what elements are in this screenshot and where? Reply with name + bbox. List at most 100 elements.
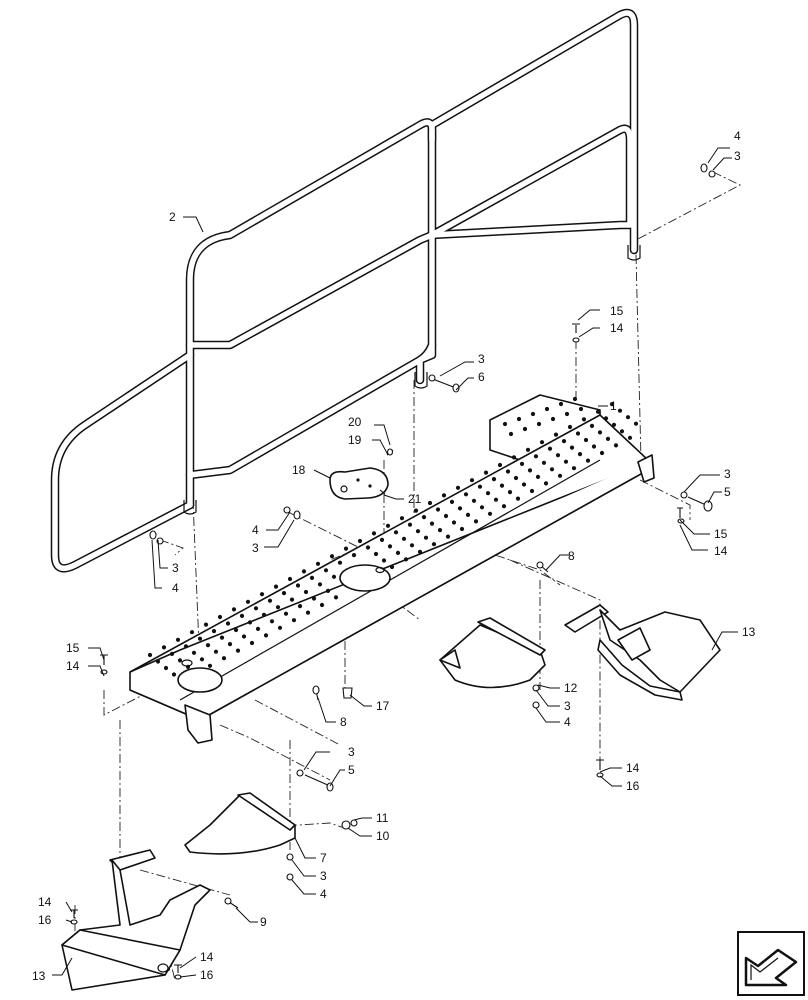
- tread-hole: [373, 551, 379, 557]
- callout-4: 4: [172, 581, 179, 595]
- tread-hole: [273, 584, 279, 589]
- callout-18: 18: [292, 463, 306, 477]
- tread-hole: [557, 473, 563, 478]
- callout-labels: 2 1 4 3 15 14 3 6 20 19 18 21 4 3 3 4 3 …: [32, 129, 756, 983]
- callout-21: 21: [408, 492, 422, 506]
- tread-hole: [191, 650, 197, 655]
- tread-hole: [429, 521, 435, 526]
- tread-hole: [555, 453, 561, 458]
- tread-hole: [522, 426, 528, 432]
- tread-hole: [516, 416, 522, 422]
- tread-hole: [465, 512, 471, 518]
- tread-hole: [245, 599, 251, 604]
- tread-hole: [581, 417, 587, 422]
- tread-hole: [561, 439, 567, 444]
- tread-hole: [175, 637, 181, 642]
- callout-17: 17: [376, 699, 390, 713]
- tread-hole: [553, 432, 559, 437]
- tread-hole: [473, 519, 479, 524]
- callout-14: 14: [714, 544, 728, 558]
- tread-hole: [558, 401, 564, 407]
- callout-14: 14: [66, 659, 80, 673]
- callout-3: 3: [734, 149, 741, 163]
- tread-hole: [572, 396, 578, 402]
- tread-hole: [295, 583, 301, 588]
- tread-hole: [633, 421, 639, 426]
- tread-hole: [155, 659, 161, 664]
- tread-hole: [515, 496, 521, 501]
- tread-hole: [529, 488, 535, 494]
- tread-hole: [309, 575, 315, 581]
- tread-hole: [508, 431, 514, 437]
- tread-hole: [427, 500, 433, 506]
- tread-hole: [399, 516, 405, 521]
- callout-10: 10: [376, 829, 390, 843]
- tread-hole: [303, 589, 309, 595]
- tread-hole: [325, 588, 331, 594]
- tread-hole: [259, 592, 265, 597]
- callout-9: 9: [260, 915, 267, 929]
- tread-hole: [575, 431, 581, 436]
- tread-hole: [231, 607, 237, 612]
- callout-5: 5: [724, 485, 731, 499]
- tread-hole: [219, 635, 225, 640]
- callout-14: 14: [626, 761, 640, 775]
- support-bracket-7: [184, 792, 296, 855]
- tread-hole: [403, 557, 409, 562]
- tread-hole: [239, 613, 245, 619]
- tread-hole: [409, 543, 415, 548]
- callout-13: 13: [32, 969, 46, 983]
- tread-hole: [421, 515, 427, 520]
- tread-hole: [371, 531, 377, 536]
- tread-hole: [389, 564, 395, 570]
- tread-hole: [387, 544, 393, 549]
- tread-hole: [513, 475, 519, 481]
- tread-hole: [589, 423, 595, 428]
- tread-hole: [617, 408, 623, 413]
- orientation-arrow-icon: [737, 931, 805, 996]
- callout-3: 3: [348, 745, 355, 759]
- callout-14: 14: [38, 895, 52, 909]
- tread-hole: [211, 629, 217, 634]
- callout-14: 14: [200, 950, 214, 964]
- tread-hole: [469, 478, 475, 483]
- tread-hole: [564, 411, 570, 417]
- callout-16: 16: [200, 968, 214, 982]
- tread-hole: [283, 611, 289, 616]
- tread-hole: [497, 462, 503, 468]
- tread-hole: [577, 452, 583, 457]
- tread-hole: [351, 553, 357, 558]
- tread-hole: [507, 490, 513, 495]
- tread-hole: [609, 402, 615, 407]
- tread-hole: [563, 459, 569, 464]
- callout-4: 4: [564, 715, 571, 729]
- tread-hole: [569, 445, 575, 450]
- callout-4: 4: [320, 887, 327, 901]
- tread-hole: [417, 549, 423, 554]
- callout-8: 8: [340, 715, 347, 729]
- tread-hole: [543, 481, 549, 486]
- tread-hole: [499, 483, 505, 488]
- tread-hole: [443, 513, 449, 519]
- tread-hole: [487, 511, 493, 516]
- tread-hole: [527, 468, 533, 473]
- tread-hole: [583, 437, 589, 443]
- tread-hole: [311, 596, 317, 601]
- tread-hole: [567, 424, 573, 430]
- tread-hole: [502, 421, 508, 427]
- callout-12: 12: [564, 681, 578, 695]
- tread-hole: [161, 645, 167, 650]
- tread-hole: [591, 444, 597, 449]
- callout-11: 11: [376, 811, 389, 825]
- tread-hole: [585, 458, 591, 463]
- tread-hole: [395, 550, 401, 556]
- tread-hole: [183, 644, 189, 649]
- tread-hole: [550, 416, 556, 422]
- tread-hole: [357, 538, 363, 544]
- tread-hole: [333, 595, 339, 600]
- tread-hole: [317, 582, 323, 587]
- callout-4: 4: [734, 129, 741, 143]
- tread-hole: [415, 529, 421, 534]
- callout-3: 3: [252, 541, 259, 555]
